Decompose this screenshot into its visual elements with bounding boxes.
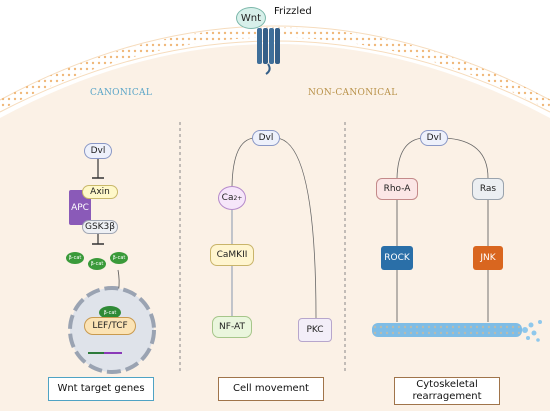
bcat-blob: β-cat (66, 252, 84, 264)
cell-movement-label: Cell movement (233, 383, 309, 394)
dvl-to-ras-arc (443, 137, 489, 179)
jnk-protein: JNK (473, 246, 503, 270)
rhoa-label: Rho-A (383, 184, 411, 194)
cytoskeletal-box: Cytoskeletal rearragement (394, 377, 500, 405)
bcat-label: β-cat (112, 255, 126, 261)
cytoskeletal-label: Cytoskeletal rearragement (412, 379, 482, 402)
bcat-label: β-cat (68, 255, 82, 261)
lef-tcf-factor: LEF/TCF (84, 317, 136, 335)
bcat-blob: β-cat (110, 252, 128, 264)
wnt-target-genes-label: Wnt target genes (57, 383, 145, 394)
axin-label: Axin (90, 187, 110, 197)
bcat-blob: β-cat (88, 258, 106, 270)
canonical-title: CANONICAL (90, 88, 153, 98)
dvl-to-ca-arc (231, 137, 255, 187)
pcp-dvl: Dvl (420, 130, 448, 146)
nfat-label: NF-AT (219, 322, 245, 332)
gsk3b-label: GSK3β (84, 222, 116, 232)
frizzled-label: Frizzled (274, 6, 312, 17)
camkii-protein: CaMKII (210, 244, 254, 266)
nuclear-bcat: β-cat (99, 306, 121, 319)
wnt-label: Wnt (240, 12, 262, 24)
camkii-label: CaMKII (216, 250, 248, 260)
pkc-label: PKC (306, 325, 324, 335)
rock-label: ROCK (384, 253, 410, 263)
dvl-to-pkc-arc (275, 137, 317, 319)
wnt-target-genes-box: Wnt target genes (48, 377, 154, 401)
pkc-protein: PKC (298, 318, 332, 342)
canonical-dvl-label: Dvl (90, 146, 106, 156)
canonical-dvl: Dvl (84, 143, 112, 159)
apc-protein: APC (69, 190, 91, 225)
noncanonical-title: NON-CANONICAL (308, 88, 398, 98)
nuclear-bcat-label: β-cat (103, 309, 117, 316)
calcium-label: Ca (221, 193, 234, 203)
cell-movement-box: Cell movement (218, 377, 324, 401)
actin-filament-icon (372, 320, 542, 342)
axin-protein: Axin (82, 185, 118, 199)
calcium-charge: 2+ (233, 194, 243, 202)
ca-dvl: Dvl (252, 130, 280, 146)
rhoa-protein: Rho-A (376, 178, 418, 200)
jnk-label: JNK (480, 253, 496, 263)
bcat-label: β-cat (90, 261, 104, 267)
ras-label: Ras (479, 184, 497, 194)
rock-protein: ROCK (381, 246, 413, 270)
ras-protein: Ras (472, 178, 504, 200)
pcp-dvl-label: Dvl (426, 133, 442, 143)
lef-tcf-label: LEF/TCF (92, 321, 128, 331)
ca-dvl-label: Dvl (258, 133, 274, 143)
gsk3b-protein: GSK3β (82, 220, 118, 234)
outer-membrane-line (0, 25, 550, 101)
wnt-ligand: Wnt (236, 7, 266, 29)
dvl-to-rhoa-arc (396, 137, 424, 179)
apc-label: APC (71, 202, 89, 213)
nfat-protein: NF-AT (212, 316, 252, 338)
frizzled-receptor-icon (257, 28, 280, 75)
